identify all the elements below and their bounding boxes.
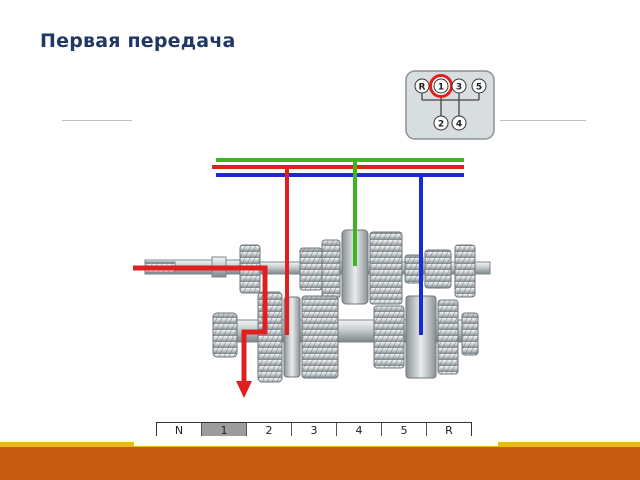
shift-position-label: R [419,83,426,93]
shift-position-label: 4 [456,120,462,130]
shift-position-4: 4 [451,115,467,131]
green-shift-fork [353,158,357,266]
divider-left [62,120,132,121]
power-flow-arrow [133,265,268,398]
shift-pattern-diagram: R 1 3 5 2 4 [405,70,495,140]
shift-position-5: 5 [471,78,487,94]
shift-position-label: 1 [438,83,444,93]
shift-position-label: 2 [438,120,444,130]
shift-position-2: 2 [433,115,449,131]
footer-band [0,447,640,480]
gear-cell-3: 3 [292,423,337,438]
red-shift-fork [285,165,289,335]
shift-position-label: 5 [476,83,482,93]
page-title: Первая передача [40,30,236,52]
shift-position-3: 3 [451,78,467,94]
blue-shift-fork [419,173,423,335]
gear-cell-r: R [445,424,453,437]
footer-notch [134,436,498,446]
selector-rails [212,158,464,335]
shift-position-1: 1 [429,74,453,98]
gear-cell-2: 2 [247,423,292,438]
shift-position-label: 3 [456,83,462,93]
gear-cell-n: N [157,423,202,438]
gear-cell-1: 1 [202,423,247,438]
divider-right [500,120,586,121]
gear-cell-5: 5 [382,423,427,438]
gear-cell-4: 4 [337,423,382,438]
upper-gear-cluster [239,229,476,305]
